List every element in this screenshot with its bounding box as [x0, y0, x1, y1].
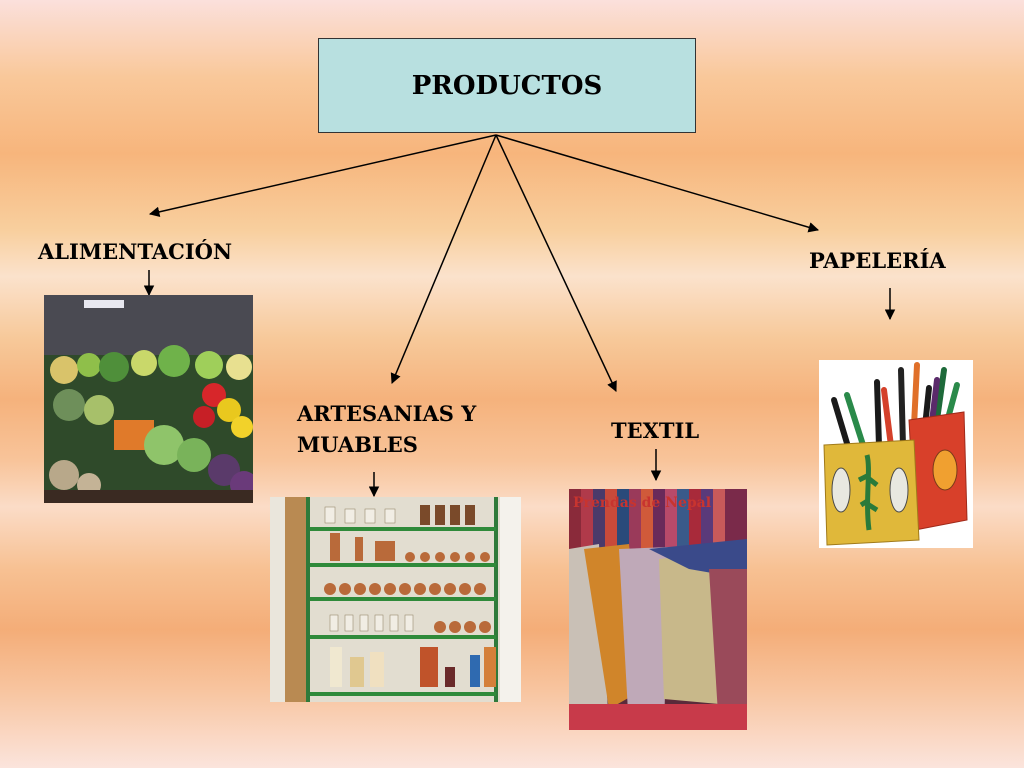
arrow-to-artesanias — [390, 134, 497, 384]
label-papeleria: PAPELERÍA — [809, 248, 946, 273]
root-node-label: PRODUCTOS — [411, 70, 603, 101]
label-textil: TEXTIL — [611, 418, 700, 443]
label-artesanias-line1: ARTESANIAS Y — [297, 401, 477, 426]
textile-illustration — [569, 489, 747, 730]
label-artesanias-line2: MUABLES — [297, 432, 418, 457]
arrow-to-textil — [495, 134, 617, 392]
pen-holders-photo — [819, 360, 973, 548]
food-market-illustration — [44, 295, 253, 503]
root-node-productos: PRODUCTOS — [318, 38, 696, 133]
crafts-shelves-illustration — [270, 497, 521, 702]
textile-photo-caption: Prendas de Nepal — [573, 495, 712, 511]
crafts-shelves-photo — [270, 497, 521, 702]
arrow-to-papeleria — [495, 134, 820, 233]
label-alimentacion: ALIMENTACIÓN — [38, 239, 233, 264]
textile-photo: Prendas de Nepal — [569, 489, 747, 730]
label-artesanias: ARTESANIAS Y MUABLES — [297, 398, 476, 460]
arrow-to-alimentacion — [148, 134, 497, 218]
food-market-photo — [44, 295, 253, 503]
pen-holders-illustration — [819, 360, 973, 548]
